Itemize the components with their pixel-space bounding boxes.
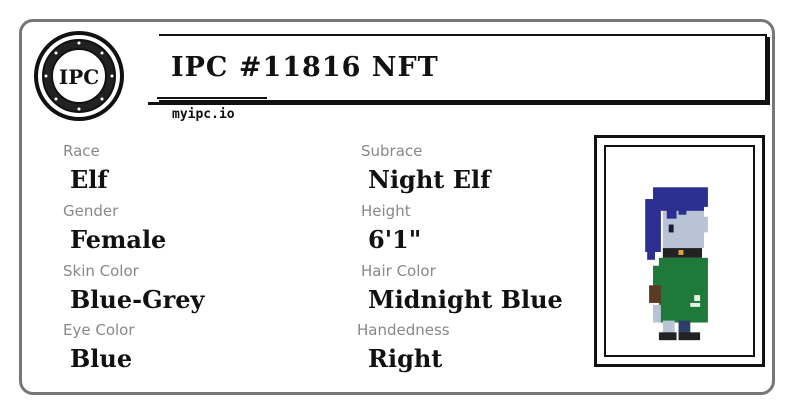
character-portrait-image <box>645 187 708 341</box>
ipc-logo: IPC <box>34 31 124 121</box>
title-banner: IPC #11816 NFT <box>145 34 767 102</box>
handedness-value: Right <box>368 344 443 373</box>
page-title: IPC #11816 NFT <box>171 52 439 83</box>
race-label: Race <box>63 142 100 160</box>
height-value: 6'1" <box>368 225 422 254</box>
logo-text: IPC <box>59 65 99 89</box>
skin-color-label: Skin Color <box>63 262 139 280</box>
hair-color-label: Hair Color <box>361 262 436 280</box>
subrace-value: Night Elf <box>368 165 491 194</box>
eye-color-label: Eye Color <box>63 321 135 339</box>
handedness-label: Handedness <box>357 321 450 339</box>
gender-label: Gender <box>63 202 119 220</box>
eye-color-value: Blue <box>70 344 133 373</box>
portrait-inner-border <box>604 145 755 357</box>
hair-color-value: Midnight Blue <box>368 285 563 314</box>
height-label: Height <box>361 202 411 220</box>
skin-color-value: Blue-Grey <box>70 285 205 314</box>
gender-value: Female <box>70 225 167 254</box>
portrait-frame <box>594 135 765 367</box>
race-value: Elf <box>70 165 108 194</box>
site-link[interactable]: myipc.io <box>172 107 235 122</box>
subrace-label: Subrace <box>361 142 423 160</box>
title-underline <box>157 97 267 99</box>
